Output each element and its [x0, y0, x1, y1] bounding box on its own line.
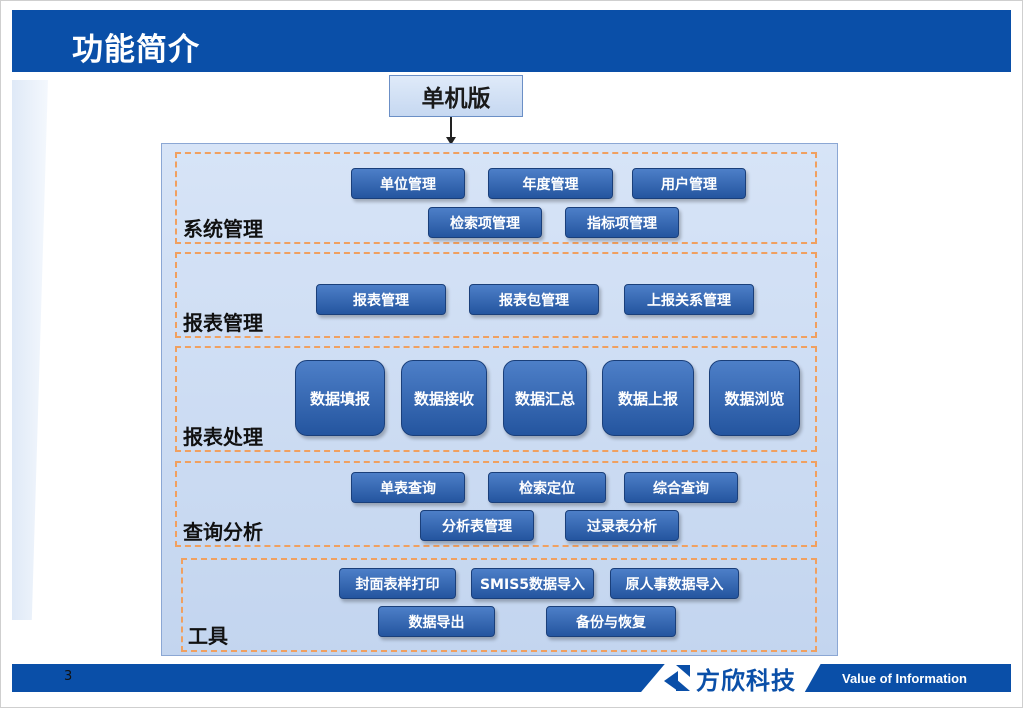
company-logo: 方欣科技 — [636, 658, 824, 698]
connector-line — [450, 117, 452, 139]
data-entry-button[interactable]: 数据填报 — [295, 360, 385, 436]
reporting-relation-management-button[interactable]: 上报关系管理 — [624, 284, 754, 315]
group-report-management — [175, 252, 817, 338]
data-browse-button[interactable]: 数据浏览 — [709, 360, 800, 436]
search-item-management-button[interactable]: 检索项管理 — [428, 207, 542, 238]
backup-restore-button[interactable]: 备份与恢复 — [546, 606, 676, 637]
unit-management-button[interactable]: 单位管理 — [351, 168, 465, 199]
tagline: Value of Information — [842, 671, 967, 686]
single-table-query-button[interactable]: 单表查询 — [351, 472, 465, 503]
analysis-table-management-button[interactable]: 分析表管理 — [420, 510, 534, 541]
brand-name: 方欣科技 — [696, 666, 796, 695]
down-arrow-icon — [446, 137, 456, 145]
cover-sample-print-button[interactable]: 封面表样打印 — [339, 568, 456, 599]
data-receive-button[interactable]: 数据接收 — [401, 360, 487, 436]
page-number: 3 — [64, 669, 73, 684]
report-package-management-button[interactable]: 报表包管理 — [469, 284, 599, 315]
report-management-button[interactable]: 报表管理 — [316, 284, 446, 315]
group-label: 报表处理 — [183, 425, 263, 449]
logo-icon — [664, 665, 690, 691]
footer-bar — [12, 664, 1011, 692]
data-summary-button[interactable]: 数据汇总 — [503, 360, 587, 436]
group-label: 工具 — [188, 624, 228, 648]
comprehensive-query-button[interactable]: 综合查询 — [624, 472, 738, 503]
legacy-hr-import-button[interactable]: 原人事数据导入 — [610, 568, 739, 599]
group-system-management — [175, 152, 817, 244]
year-management-button[interactable]: 年度管理 — [488, 168, 613, 199]
group-report-processing — [175, 346, 817, 452]
indicator-management-button[interactable]: 指标项管理 — [565, 207, 679, 238]
data-report-button[interactable]: 数据上报 — [602, 360, 694, 436]
group-label: 报表管理 — [183, 311, 263, 335]
header-bar: 功能简介 — [12, 10, 1011, 72]
standalone-version-box: 单机版 — [389, 75, 523, 117]
search-locate-button[interactable]: 检索定位 — [488, 472, 606, 503]
group-tools — [181, 558, 817, 652]
page-title: 功能简介 — [72, 32, 200, 68]
group-label: 系统管理 — [183, 217, 263, 241]
group-label: 查询分析 — [183, 520, 263, 544]
group-query-analysis — [175, 461, 817, 547]
record-table-analysis-button[interactable]: 过录表分析 — [565, 510, 679, 541]
data-export-button[interactable]: 数据导出 — [378, 606, 495, 637]
smis5-import-button[interactable]: SMIS5数据导入 — [471, 568, 594, 599]
user-management-button[interactable]: 用户管理 — [632, 168, 746, 199]
